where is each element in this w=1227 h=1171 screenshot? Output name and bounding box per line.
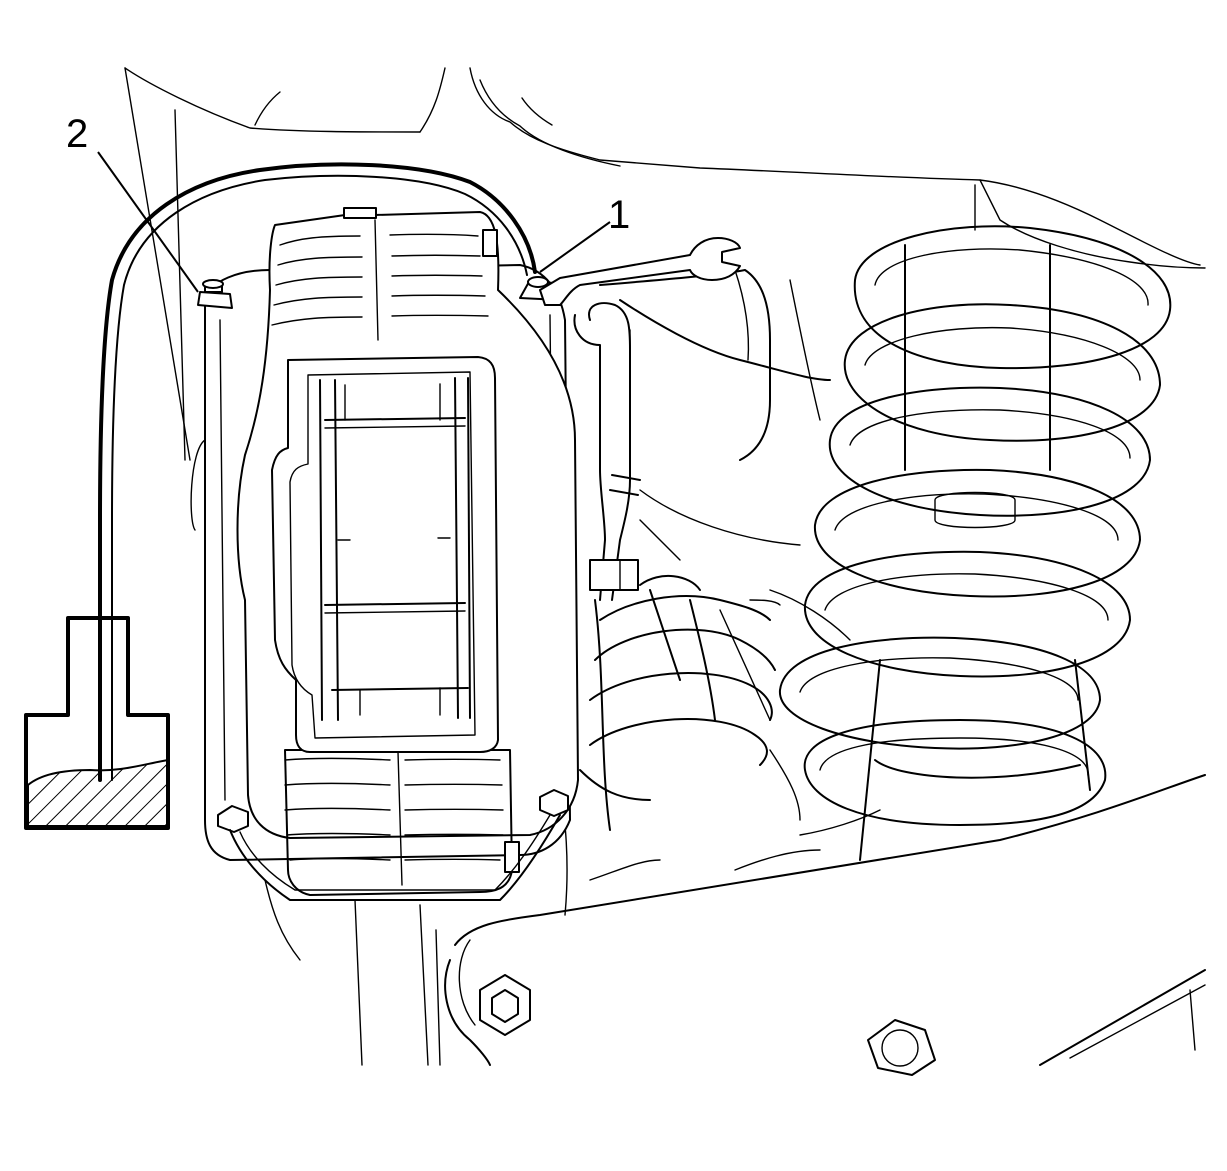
wrench-tool [539,237,741,306]
callout-2: 2 [66,112,88,156]
bolt-head-right [867,1019,936,1076]
bleeder-valve-inner [197,279,233,309]
caliper-mounting-bolts [217,789,569,833]
caliper-upper-fins [271,207,498,341]
hose-bracket [589,559,639,591]
drive-axle-boot [559,574,781,916]
vehicle-body-outline [124,67,1206,461]
coil-spring-strut [778,225,1172,861]
fluid-container [24,616,170,830]
leader-line-1 [539,221,611,273]
steering-knuckle [573,269,881,871]
caliper-lower-fins [284,749,520,896]
caliper-window [271,356,499,753]
callout-1: 1 [608,193,630,237]
brake-caliper [190,207,579,901]
bleeder-hose [98,162,537,767]
lower-control-arm [264,774,1206,1076]
leader-line-2 [97,151,199,293]
